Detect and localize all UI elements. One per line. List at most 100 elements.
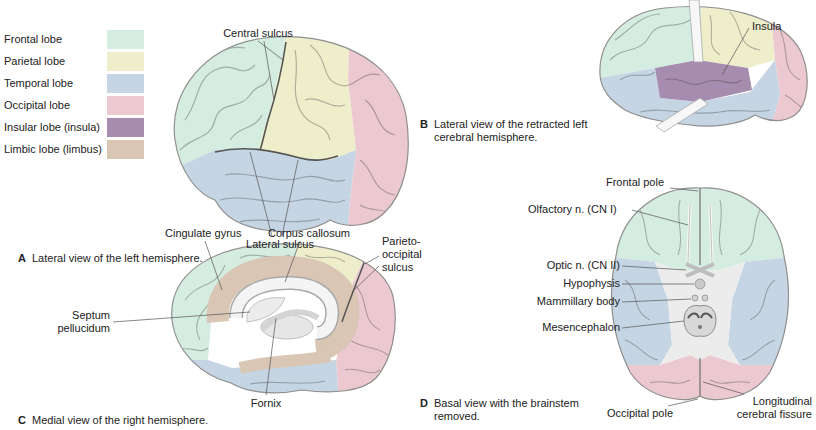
- leader-lines: [622, 266, 686, 270]
- panel-caption: Medial view of the right hemisphere.: [32, 414, 292, 427]
- gyri: [220, 198, 345, 202]
- gyri: [250, 381, 325, 384]
- legend-text: Temporal lobe: [4, 77, 106, 90]
- gyri: [225, 174, 345, 181]
- legend-swatch: [107, 140, 144, 159]
- leader-lines: [622, 299, 691, 302]
- corpus-callosum: [236, 283, 332, 333]
- legend-swatch: [107, 74, 144, 93]
- gyri: [665, 79, 742, 84]
- medial-hemisphere: [160, 210, 420, 420]
- gyri: [650, 380, 690, 383]
- corpus-callosum-edge: [236, 283, 332, 333]
- leader-lines: [622, 321, 684, 328]
- gyri: [180, 348, 208, 351]
- legend-text: Occipital lobe: [4, 99, 106, 112]
- structure-label: Corpus callosum: [268, 227, 368, 240]
- leader-lines: [282, 160, 298, 236]
- gyri: [625, 280, 650, 320]
- gyri: [785, 95, 805, 106]
- leader-lines: [352, 266, 379, 292]
- structure-label: Central sulcus: [218, 27, 298, 40]
- gyri: [710, 380, 750, 383]
- legend-text: Limbic lobe (limbus): [4, 143, 106, 156]
- retractor: [689, 0, 703, 62]
- legend-text: Parietal lobe: [4, 55, 106, 68]
- retractor: [656, 98, 708, 132]
- gyri: [615, 14, 660, 40]
- brain-outline: [172, 244, 396, 393]
- midline-fissure: [699, 188, 700, 400]
- structure-label: Occipital pole: [607, 407, 697, 420]
- gyri: [200, 47, 245, 60]
- panel-caption: Basal view with the brainstem removed.: [434, 397, 599, 423]
- retracted-hemisphere: [590, 0, 816, 130]
- leader-lines: [113, 312, 250, 322]
- gyri: [740, 210, 760, 255]
- basal-brain: [655, 262, 745, 365]
- structure-label: Optic n. (CN II): [500, 259, 620, 272]
- retracted-hemisphere: [770, 0, 816, 130]
- structure-label: Fornix: [241, 397, 291, 410]
- hypophysis: [695, 279, 705, 289]
- structure-label: Septum pellucidum: [38, 309, 110, 335]
- fornix: [262, 312, 318, 330]
- legend-text: Frontal lobe: [4, 33, 106, 46]
- gyri: [310, 45, 380, 86]
- panel-letter: D: [420, 397, 434, 410]
- gyri: [295, 50, 330, 140]
- structure-label: Hypophysis: [500, 277, 620, 290]
- gyri: [305, 99, 345, 106]
- panel-caption: Lateral view of the retracted left cereb…: [434, 118, 604, 144]
- structure-label: Cingulate gyrus: [165, 227, 260, 240]
- optic-chiasm: [686, 264, 714, 276]
- leader-lines: [668, 399, 698, 406]
- brain-outline: [611, 188, 788, 400]
- mammillary-body: [692, 295, 698, 301]
- gyri: [742, 340, 775, 360]
- structure-label: Mesencephalon: [500, 321, 620, 334]
- structure-label: Lateral sulcus: [240, 238, 320, 251]
- legend-swatch: [107, 52, 144, 71]
- lateral-hemisphere: [258, 20, 356, 160]
- gyri: [710, 15, 720, 55]
- leader-lines: [250, 152, 272, 236]
- panel-letter: B: [420, 118, 434, 131]
- structure-label: Mammillary body: [500, 295, 620, 308]
- retracted-hemisphere: [590, 60, 780, 130]
- leader-lines: [264, 41, 274, 100]
- gyri: [240, 219, 320, 222]
- olfactory-tract-edge: [688, 205, 712, 262]
- aqueduct: [698, 325, 702, 329]
- basal-brain: [590, 180, 810, 420]
- gyri: [610, 20, 690, 60]
- leader-lines: [670, 188, 698, 191]
- gyri: [610, 12, 805, 113]
- structure-label: Olfactory n. (CN I): [528, 203, 643, 216]
- leader-lines: [258, 41, 283, 60]
- legend-text: Insular lobe (insula): [4, 121, 106, 134]
- leader-lines: [632, 210, 688, 225]
- gyri: [180, 45, 395, 222]
- brain-outline: [174, 37, 408, 232]
- limbic-ring: [218, 267, 349, 350]
- leader-lines: [266, 318, 276, 395]
- mesencephalon-cut: [684, 306, 716, 337]
- lateral-hemisphere: [160, 150, 356, 260]
- legend-swatch: [107, 30, 144, 49]
- lateral-sulcus: [215, 149, 338, 161]
- panel-caption: Lateral view of the left hemisphere.: [32, 252, 292, 265]
- structure-label: Parieto- occipital sulcus: [382, 235, 442, 274]
- gyri: [620, 72, 655, 80]
- gyri: [678, 200, 681, 255]
- leader-lines: [703, 382, 744, 394]
- structure-label: Longitudinal cerebral fissure: [726, 395, 812, 421]
- gyri: [180, 255, 388, 384]
- gyri: [365, 100, 395, 135]
- leader-lines: [722, 28, 749, 75]
- olfactory-tract: [688, 205, 712, 262]
- lateral-hemisphere: [345, 20, 430, 260]
- leader-lines: [365, 256, 379, 264]
- panel-letter: C: [18, 414, 32, 427]
